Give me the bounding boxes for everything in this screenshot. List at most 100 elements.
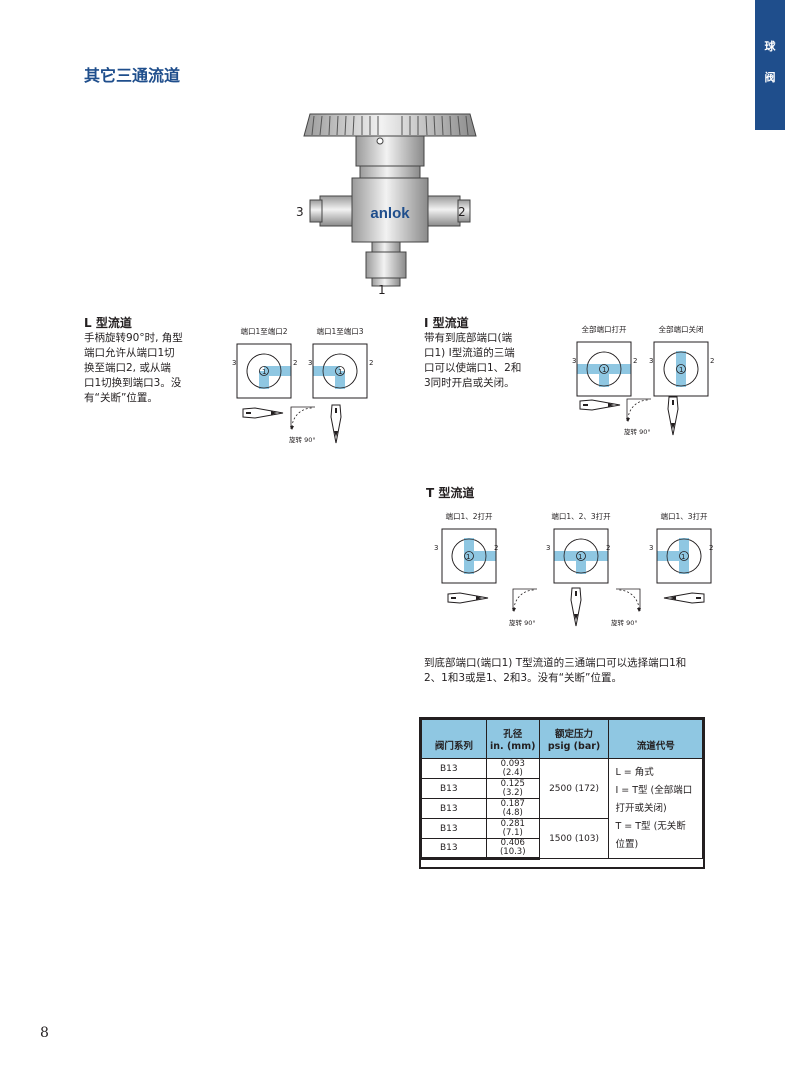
t-flow-title: T 型流道 — [426, 486, 475, 500]
i-desc-line: 口1) I型流道的三端 — [424, 347, 515, 359]
handle-vertical-icon — [330, 404, 342, 444]
handle-horizontal-reversed-icon — [663, 592, 705, 604]
port-1-label: 1 — [466, 553, 471, 561]
valve-port-2-label: 2 — [458, 205, 466, 219]
table-row: B13 0.187(4.8) — [421, 798, 703, 819]
rotate-arc-icon — [616, 588, 641, 612]
bore-cell: 0.093(2.4) — [485, 758, 540, 779]
state-label: 端口1、2、3打开 — [551, 512, 611, 521]
l-desc-line: 手柄旋转90°时, 角型 — [84, 332, 183, 344]
port-3-label: 3 — [649, 544, 654, 552]
flow-diagram — [312, 343, 368, 399]
table-row: B13 0.281(7.1) 1500 (103) — [421, 818, 703, 859]
i-desc-line: 口可以使端口1、2和 — [424, 362, 522, 374]
bore-cell: 0.406(10.3) — [485, 838, 540, 860]
port-3-label: 3 — [434, 544, 439, 552]
i-desc-line: 3同时开启或关闭。 — [424, 377, 515, 389]
l-desc-line: 换至端口2, 或从端 — [84, 362, 171, 374]
flow-diagram — [441, 528, 497, 584]
bore-cell: 0.125(3.2) — [485, 778, 540, 799]
port-1-label: 1 — [578, 553, 583, 561]
port-3-label: 3 — [546, 544, 551, 552]
bore-cell: 0.281(7.1) — [485, 818, 540, 839]
handle-vertical-icon — [570, 587, 582, 627]
port-1-label: 1 — [338, 368, 343, 376]
t-flow-description: 到底部端口(端口1) T型流道的三通端口可以选择端口1和 2、1和3或是1、2和… — [424, 656, 686, 686]
page-number: 8 — [40, 1025, 49, 1041]
port-3-label: 3 — [308, 359, 313, 367]
i-flow-description: 带有到底部端口(端 口1) I型流道的三端 口可以使端口1、2和 3同时开启或关… — [424, 331, 521, 391]
rotate-label: 旋转 90° — [289, 436, 316, 444]
l-desc-line: 口1切换到端口3。没 — [84, 377, 182, 389]
handle-horizontal-icon — [447, 592, 489, 604]
state-label: 全部端口打开 — [581, 325, 627, 334]
pressure-cell: 2500 (172) — [538, 758, 610, 819]
port-3-label: 3 — [649, 357, 654, 365]
state-label: 端口1、2打开 — [445, 512, 493, 521]
port-2-label: 2 — [293, 359, 298, 367]
port-2-label: 2 — [709, 544, 714, 552]
l-desc-line: 有“关断”位置。 — [84, 392, 158, 404]
valve-port-1-label: 1 — [378, 283, 386, 297]
port-1-label: 1 — [681, 553, 686, 561]
rotate-label: 旋转 90° — [624, 428, 651, 436]
port-2-label: 2 — [710, 357, 715, 365]
col-header-code: 流道代号 — [608, 719, 703, 759]
rotate-arc-icon — [626, 398, 651, 422]
flow-diagram — [576, 341, 632, 397]
series-cell: B13 — [421, 798, 487, 819]
valve-port-3-label: 3 — [296, 205, 304, 219]
handle-horizontal-icon — [579, 399, 621, 411]
i-flow-title: I 型流道 — [424, 316, 469, 330]
flow-diagram — [656, 528, 712, 584]
l-desc-line: 端口允许从端口1切 — [84, 347, 175, 359]
port-3-label: 3 — [232, 359, 237, 367]
t-desc-line: 到底部端口(端口1) T型流道的三通端口可以选择端口1和 — [424, 657, 687, 669]
l-flow-title: L 型流道 — [84, 316, 132, 330]
state-label: 端口1至端口3 — [316, 327, 364, 336]
page-title: 其它三通流道 — [84, 66, 181, 85]
port-2-label: 2 — [369, 359, 374, 367]
col-header-series: 阀门系列 — [421, 719, 487, 759]
side-tab-line2: 阀 — [764, 71, 776, 84]
flow-diagram — [236, 343, 292, 399]
flow-diagram — [653, 341, 709, 397]
rotate-label: 旋转 90° — [611, 619, 638, 627]
handle-vertical-icon — [667, 396, 679, 436]
series-cell: B13 — [421, 838, 487, 860]
port-1-label: 1 — [602, 366, 607, 374]
l-flow-description: 手柄旋转90°时, 角型 端口允许从端口1切 换至端口2, 或从端 口1切换到端… — [84, 331, 183, 406]
series-cell: B13 — [421, 778, 487, 799]
state-label: 全部端口关闭 — [658, 325, 704, 334]
port-3-label: 3 — [572, 357, 577, 365]
port-2-label: 2 — [633, 357, 638, 365]
brand-logo: anlok — [370, 205, 410, 222]
rotate-arc-icon — [290, 406, 315, 430]
side-tab-line1: 球 — [764, 40, 776, 53]
t-desc-line: 2、1和3或是1、2和3。没有“关断”位置。 — [424, 672, 622, 684]
pressure-cell: 1500 (103) — [538, 818, 610, 859]
side-tab: 球 阀 — [755, 0, 785, 130]
state-label: 端口1至端口2 — [240, 327, 288, 336]
flow-diagram — [553, 528, 609, 584]
rotate-arc-icon — [512, 588, 537, 612]
bore-cell: 0.187(4.8) — [485, 798, 540, 819]
i-desc-line: 带有到底部端口(端 — [424, 332, 513, 344]
series-cell: B13 — [421, 758, 487, 779]
port-1-label: 1 — [679, 366, 684, 374]
state-label: 端口1、3打开 — [660, 512, 708, 521]
port-2-label: 2 — [494, 544, 499, 552]
handle-horizontal-icon — [242, 407, 284, 419]
valve-illustration: anlok — [290, 108, 490, 298]
series-cell: B13 — [421, 818, 487, 839]
rotate-label: 旋转 90° — [509, 619, 536, 627]
port-2-label: 2 — [606, 544, 611, 552]
port-1-label: 1 — [262, 368, 267, 376]
table-row: B13 0.406(10.3) — [421, 838, 703, 860]
